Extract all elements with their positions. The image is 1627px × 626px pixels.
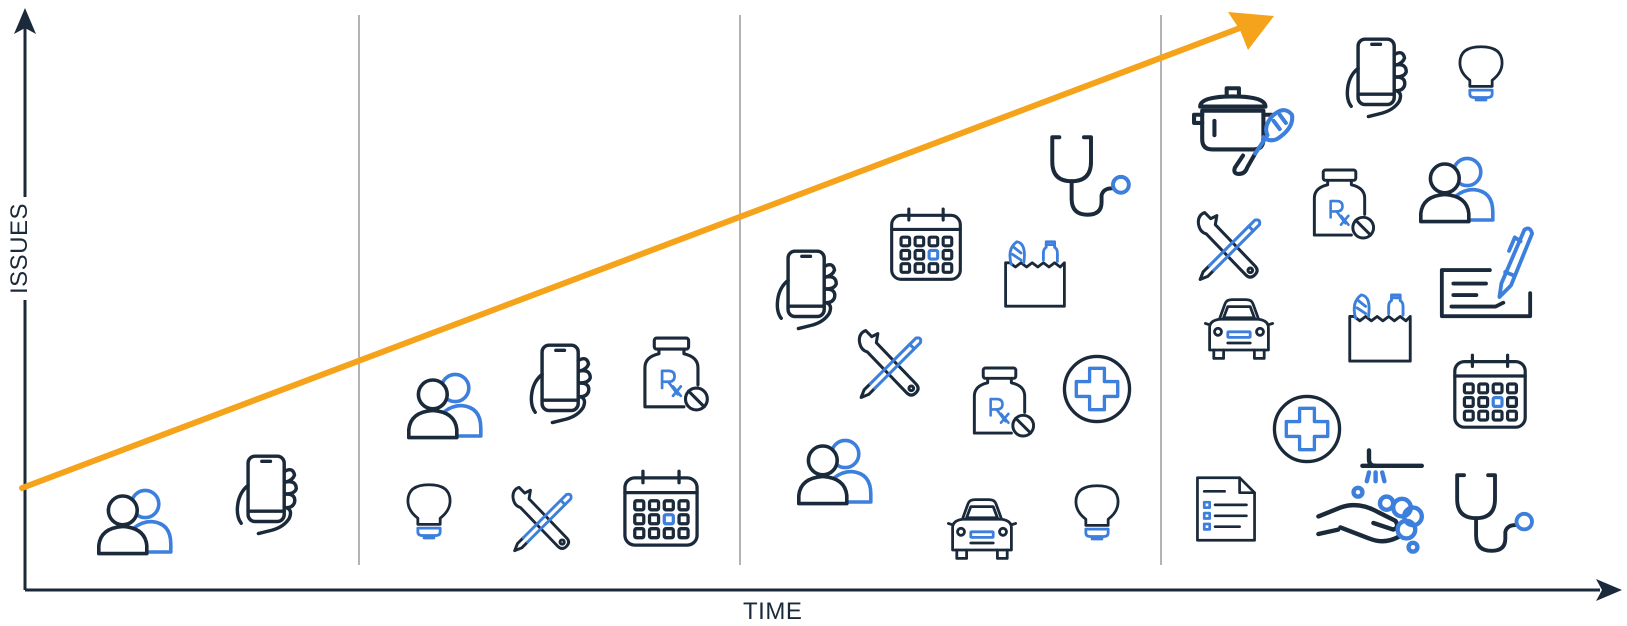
document-icon xyxy=(1195,475,1257,543)
phone-hand-icon xyxy=(1345,37,1409,119)
stethoscope-icon xyxy=(1457,475,1532,551)
rx-bottle-icon xyxy=(642,336,710,412)
tools-icon xyxy=(511,485,573,553)
people-icon xyxy=(409,374,481,437)
calendar-icon xyxy=(1453,353,1527,429)
stage-4-icons xyxy=(1194,37,1534,551)
lightbulb-icon xyxy=(1457,44,1505,103)
stethoscope-icon xyxy=(1052,137,1129,214)
medical-cross-icon xyxy=(1272,394,1342,464)
people-icon xyxy=(799,440,871,503)
phone-hand-icon xyxy=(529,343,593,425)
stage-3-icons xyxy=(775,137,1132,561)
calendar-icon xyxy=(890,207,962,281)
hand-washing-icon xyxy=(1318,450,1421,551)
people-icon xyxy=(1421,158,1493,221)
check-signing-icon xyxy=(1439,226,1534,319)
y-axis-arrowhead xyxy=(14,8,36,34)
medical-cross-icon xyxy=(1062,354,1132,424)
groceries-icon xyxy=(1003,239,1067,309)
x-axis-arrowhead xyxy=(1596,579,1622,601)
groceries-icon xyxy=(1347,293,1413,363)
lightbulb-icon xyxy=(1073,483,1121,541)
cooking-pot-icon xyxy=(1194,88,1292,174)
x-axis-label: TIME xyxy=(735,600,811,624)
phone-hand-icon xyxy=(235,454,299,536)
people-icon xyxy=(99,490,171,553)
car-icon xyxy=(946,497,1018,561)
icons-layer xyxy=(99,37,1534,561)
trend-arrow-head xyxy=(1228,12,1274,50)
trend-arrow-line xyxy=(19,25,1243,491)
rx-bottle-icon xyxy=(1312,168,1376,240)
lightbulb-icon xyxy=(405,482,453,541)
tools-icon xyxy=(1196,210,1262,282)
y-axis-label: ISSUES xyxy=(6,196,33,300)
stage-2-icons xyxy=(405,336,710,553)
car-icon xyxy=(1203,297,1275,361)
rx-bottle-icon xyxy=(972,366,1036,438)
calendar-icon xyxy=(623,469,699,547)
phone-hand-icon xyxy=(775,249,839,331)
tools-icon xyxy=(857,328,923,400)
stage-1-icons xyxy=(99,454,299,553)
